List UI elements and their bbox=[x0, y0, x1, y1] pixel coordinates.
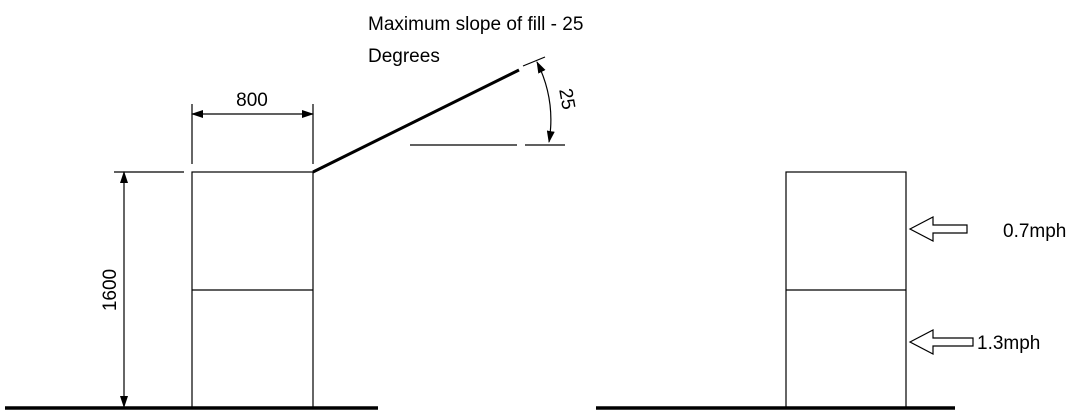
upper-load: 0.7mph bbox=[908, 216, 1066, 242]
angle-dimension: 25 bbox=[522, 56, 579, 146]
angle-dimension-text: 25 bbox=[554, 87, 578, 111]
lower-load: 1.3mph bbox=[908, 329, 1040, 355]
height-dimension-text: 1600 bbox=[100, 269, 121, 311]
left-structure bbox=[5, 68, 520, 410]
slope-annotation-line-1: Maximum slope of fill - 25 bbox=[368, 14, 583, 35]
angle-arc bbox=[536, 61, 555, 143]
upper-load-text: 0.7mph bbox=[1003, 221, 1066, 242]
angle-extension-top bbox=[522, 56, 546, 67]
height-dimension: 1600 bbox=[100, 171, 184, 408]
upper-load-arrow-icon bbox=[908, 216, 968, 242]
slope-annotation: Maximum slope of fill - 25 Degrees bbox=[368, 14, 583, 67]
slope-annotation-line-2: Degrees bbox=[368, 46, 440, 67]
lower-load-text: 1.3mph bbox=[977, 333, 1040, 354]
fill-slope-line bbox=[312, 68, 520, 174]
width-dimension-text: 800 bbox=[236, 90, 268, 111]
right-structure bbox=[596, 171, 955, 410]
width-dimension: 800 bbox=[191, 90, 314, 164]
lower-load-arrow-icon bbox=[908, 329, 974, 355]
